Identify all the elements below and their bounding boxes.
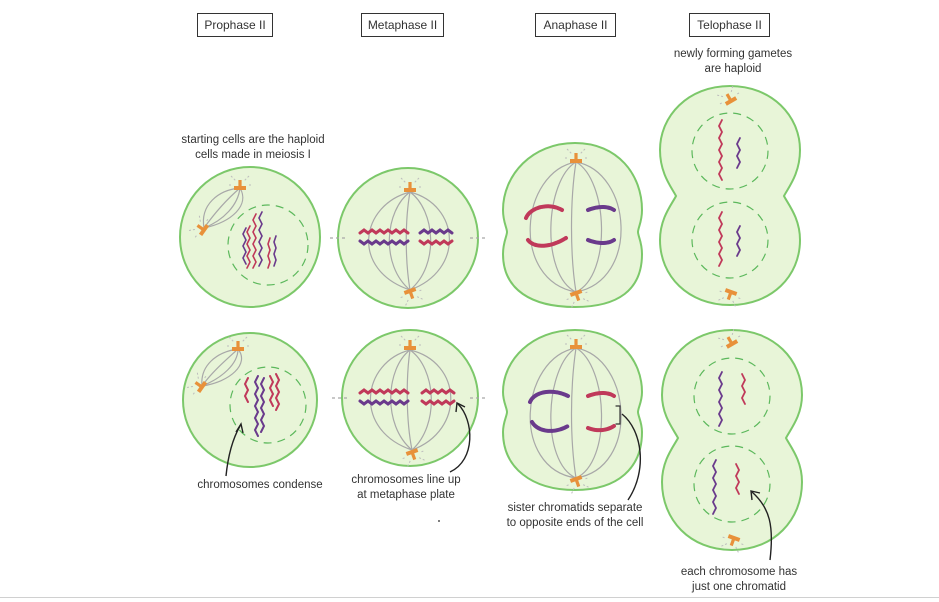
arrow-line-up-head — [455, 401, 466, 413]
chromosomes-anaphase-top — [524, 204, 616, 248]
spindle-anaphase-bottom — [529, 347, 622, 479]
spindle-metaphase-top — [330, 191, 486, 291]
arrow-line-up — [449, 403, 471, 473]
cell-telophase-top — [658, 84, 802, 307]
arrow-one-chromatid-head — [750, 490, 761, 501]
cell-prophase-bottom — [182, 332, 318, 468]
arrow-one-chromatid — [751, 491, 773, 561]
chromosomes-prophase-bottom — [243, 373, 281, 437]
stage-label-telophase: Telophase II — [689, 13, 770, 37]
chromosomes-telophase-top — [717, 119, 742, 267]
spindle-anaphase-top — [529, 161, 622, 293]
pointer-arrows — [225, 401, 773, 561]
chromosomes-metaphase-bottom — [358, 388, 456, 406]
chromosomes-anaphase-bottom — [528, 389, 621, 433]
stage-label-anaphase: Anaphase II — [535, 13, 616, 37]
stray-dot — [438, 520, 440, 522]
cell-anaphase-top — [501, 141, 644, 309]
arrow-separate — [621, 413, 641, 501]
stage-label-metaphase: Metaphase II — [361, 13, 444, 37]
cell-telophase-bottom — [660, 328, 804, 552]
caption-condense: chromosomes condense — [197, 479, 323, 491]
chromosomes-prophase-top — [242, 211, 277, 269]
chromosomes-metaphase-top — [358, 228, 454, 246]
arrow-condense-head — [235, 422, 244, 434]
spindle-metaphase-bottom — [332, 349, 486, 451]
footer-divider — [0, 597, 939, 598]
chromosomes-telophase-bottom — [711, 371, 747, 515]
stage-label-prophase: Prophase II — [197, 13, 273, 37]
